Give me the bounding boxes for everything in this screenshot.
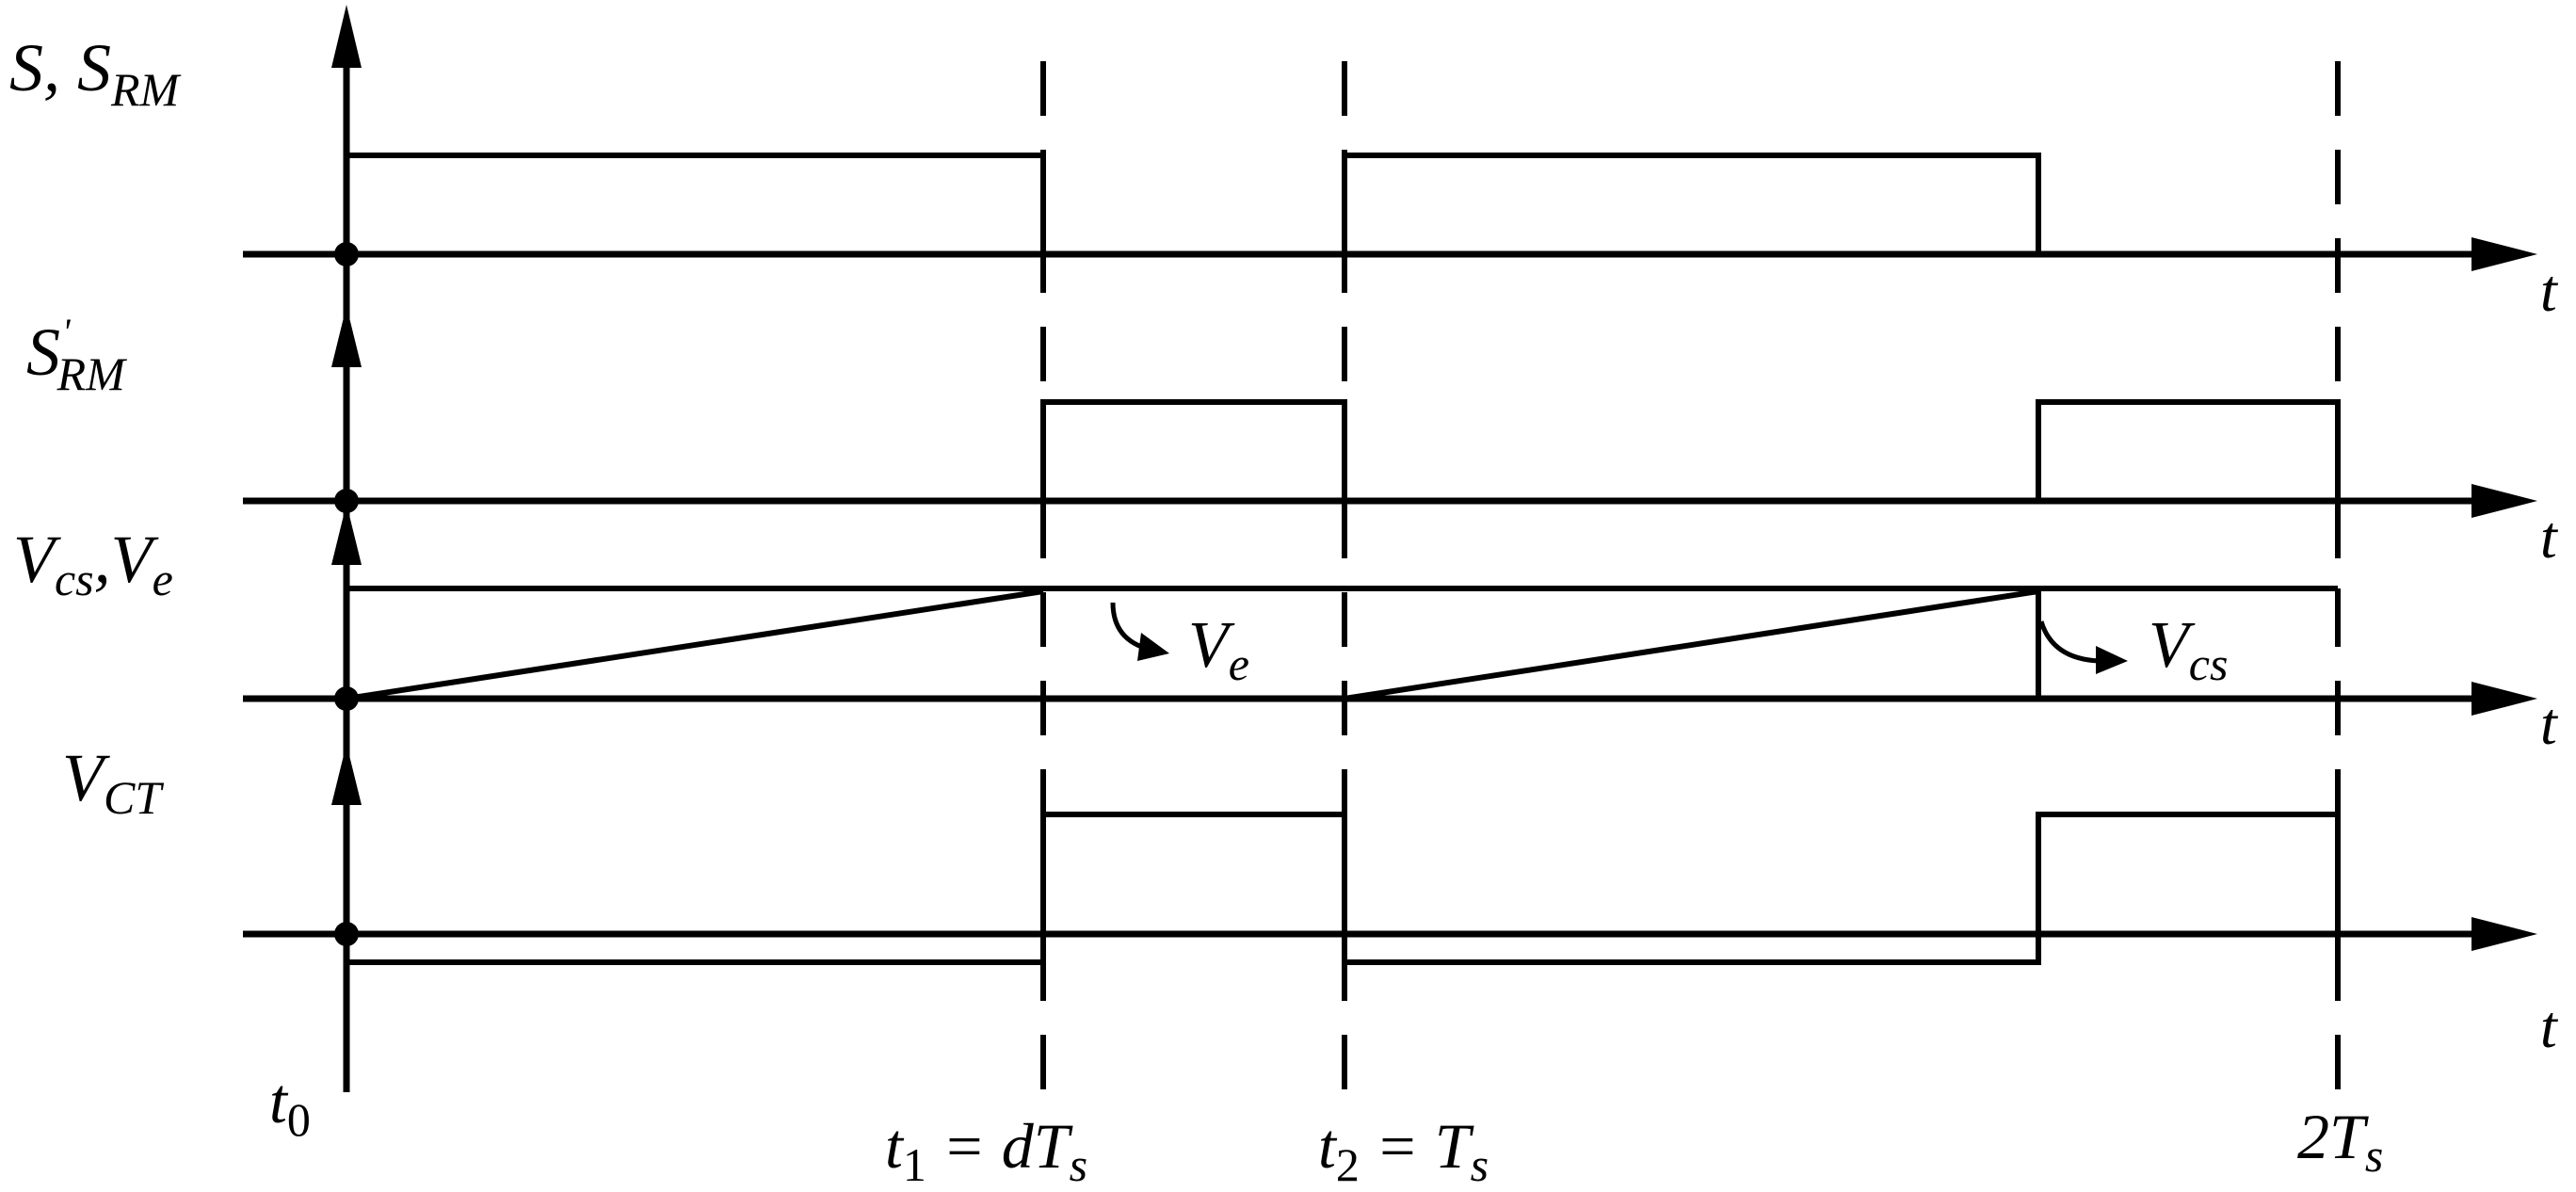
vertical-axis-arrow-3	[331, 504, 362, 565]
label-channel-vct: VCT	[62, 740, 164, 824]
time-label-t0: t0	[269, 1065, 311, 1146]
time-label-t1: t1 = dTs	[885, 1110, 1087, 1187]
axis-dot-2	[334, 489, 359, 513]
annotation-label-vcs: Vcs	[2149, 609, 2228, 690]
axis-label-t-3: t	[2540, 690, 2559, 757]
axis-dot-1	[334, 242, 359, 266]
time-label-t2: t2 = Ts	[1318, 1110, 1489, 1187]
waveform-s	[346, 153, 1046, 254]
baseline-2	[243, 484, 2537, 518]
waveform-s-2	[1342, 153, 2041, 254]
vertical-axis-arrow-4	[331, 744, 362, 805]
waveform-vcs-ramp-1	[346, 588, 1044, 701]
label-channel-srm-prime: S'RM	[26, 311, 127, 400]
vertical-axis-arrow-2	[331, 306, 362, 367]
axis-label-t-4: t	[2540, 993, 2559, 1060]
annotation-arrow-ve-head	[1137, 633, 1169, 661]
waveform-srm-prime-1	[1040, 399, 1347, 501]
waveform-vct-1	[344, 812, 2341, 965]
vertical-axis-arrow-1	[331, 5, 362, 68]
annotation-arrow-vcs	[2038, 620, 2101, 664]
annotation-arrow-vcs-head	[2096, 646, 2128, 674]
label-channel-s: S, SRM	[9, 30, 182, 116]
label-channel-vcs-ve: Vcs,Ve	[13, 522, 173, 605]
waveform-vcs-ramp-2	[1344, 588, 2039, 701]
axis-label-t-1: t	[2540, 257, 2559, 324]
annotation-label-ve: Ve	[1188, 609, 1249, 690]
baseline-1	[243, 237, 2537, 271]
baseline-4	[243, 917, 2537, 951]
time-label-2ts: 2Ts	[2297, 1101, 2383, 1182]
waveform-srm-prime-2	[2036, 399, 2341, 501]
axis-label-t-2: t	[2540, 504, 2559, 571]
